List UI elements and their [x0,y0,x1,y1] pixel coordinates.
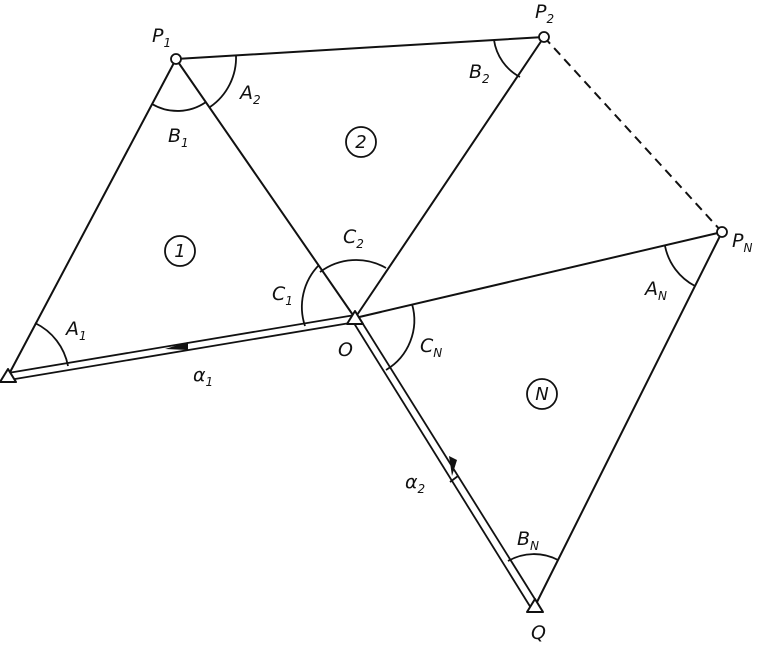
arrow-alpha2 [449,456,457,476]
arc-b2 [493,39,521,78]
point-labels: P1 P2 PN O Q [152,1,752,644]
line-p1-o [175,58,356,319]
network-lines [7,36,723,607]
label-c1: C1 [272,283,293,308]
arc-b1 [151,101,207,112]
arc-a1 [34,322,69,367]
baseline-o-west [7,314,357,381]
stations [0,31,728,613]
arrow-alpha1 [165,342,188,350]
station-p1-marker [170,53,182,65]
triangle-number-1: 1 [164,235,196,267]
arc-an [664,245,696,287]
label-b2: B2 [469,61,490,86]
station-o-triangle [346,310,364,325]
line-west-p1 [7,58,177,377]
arc-cn [385,303,416,371]
line-o-pn [354,231,723,319]
label-alpha2: α2 [405,471,425,496]
svg-text:N: N [535,384,548,405]
svg-text:2: 2 [355,132,366,153]
label-a2: A2 [238,82,261,107]
line-pn-q [534,231,723,607]
arc-c1 [301,264,320,327]
bearing-labels: α1 α2 [193,364,425,496]
angle-labels: A1 A2 AN B1 B2 BN C1 C2 CN [64,61,667,553]
line-p1-p2 [175,36,545,60]
arc-a2 [209,54,237,108]
arc-bn [507,553,559,562]
label-p1: P1 [152,25,171,50]
label-bn: BN [517,528,539,553]
baseline-o-q [351,315,539,609]
line-p2-pn-dashed [543,36,723,233]
label-pn: PN [732,230,752,255]
line-p2-o [354,36,545,319]
label-c2: C2 [343,226,364,251]
station-west-triangle [0,368,17,383]
label-an: AN [643,278,667,303]
station-q-triangle [526,598,544,613]
label-a1: A1 [64,318,87,343]
triangle-number-n: N [526,378,558,410]
label-o: O [338,339,353,361]
label-p2: P2 [535,1,554,26]
station-pn-marker [716,226,728,238]
station-p2-marker [538,31,550,43]
label-alpha1: α1 [193,364,213,389]
label-q: Q [531,622,546,644]
angle-arcs [34,39,696,562]
svg-text:1: 1 [174,241,185,262]
triangle-number-2: 2 [345,126,377,158]
label-cn: CN [420,335,442,360]
label-b1: B1 [168,125,189,150]
triangle-numbers: 1 2 N [164,126,558,410]
arc-c2 [319,259,387,273]
